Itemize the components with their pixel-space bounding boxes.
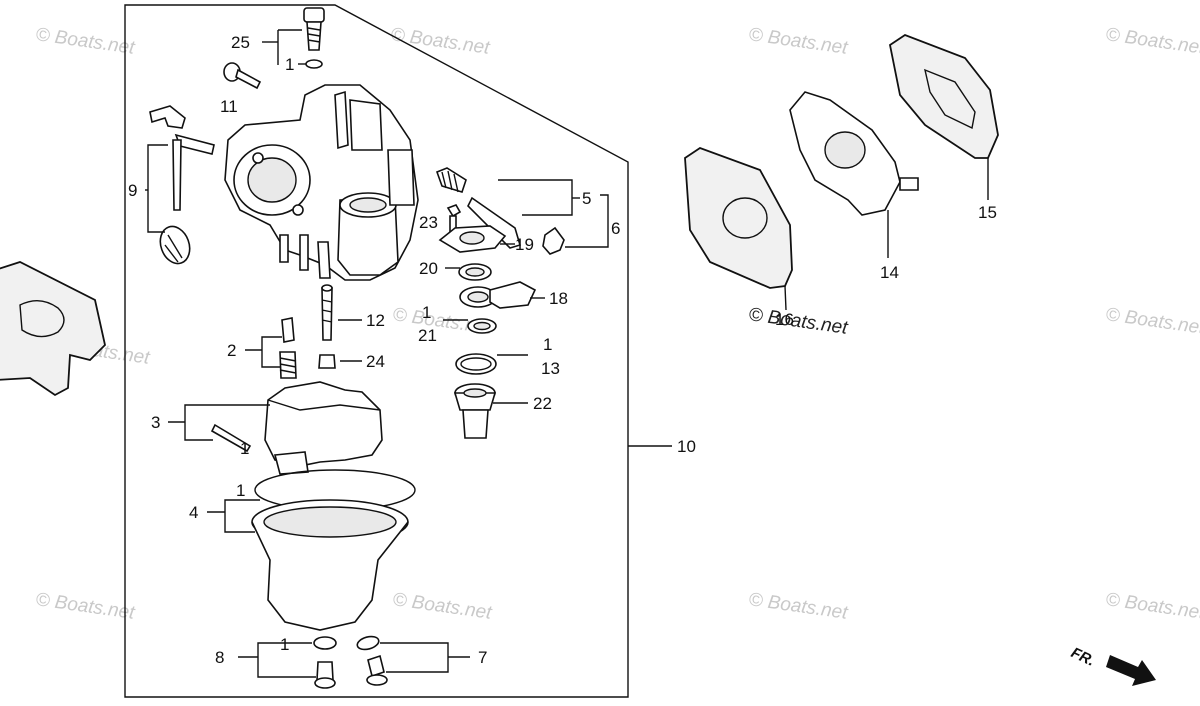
leader-line xyxy=(784,285,787,311)
callout-1: 1 xyxy=(285,55,294,74)
watermark-text: © Boats.net xyxy=(1104,589,1200,624)
callout-22: 22 xyxy=(533,394,552,413)
leader-line xyxy=(565,194,609,248)
arrow-right-icon xyxy=(1106,655,1156,686)
fuel-valve-lever-part xyxy=(459,281,537,309)
callout-labels: 25 1 11 9 5 6 23 19 20 18 1 21 1 13 22 1… xyxy=(128,33,997,667)
callout-14: 14 xyxy=(880,263,899,282)
callout-21: 21 xyxy=(418,326,437,345)
idle-screw-part xyxy=(279,317,297,379)
callout-25: 25 xyxy=(231,33,250,52)
drain-screw-part xyxy=(356,635,388,686)
watermark-text: © Boats.net xyxy=(34,24,136,59)
callout-7: 7 xyxy=(478,648,487,667)
callout-12: 12 xyxy=(366,311,385,330)
callout-5: 5 xyxy=(582,189,591,208)
carburetor-insulator-part xyxy=(789,91,919,216)
leader-line xyxy=(257,642,316,678)
o-ring-part xyxy=(467,318,497,334)
air-cleaner-gasket-part xyxy=(888,33,999,159)
watermark-text: © Boats.net xyxy=(391,589,493,624)
pilot-screw-part xyxy=(303,7,325,69)
watermark-text: © Boats.net xyxy=(747,589,849,624)
float-chamber-part xyxy=(251,469,416,631)
callout-9: 9 xyxy=(128,181,137,200)
leader-line xyxy=(498,179,573,216)
callout-13: 13 xyxy=(541,359,560,378)
watermarks: © Boats.net © Boats.net © Boats.net © Bo… xyxy=(34,24,1200,624)
callout-15: 15 xyxy=(978,203,997,222)
callout-10: 10 xyxy=(677,437,696,456)
drain-bolt-part xyxy=(313,636,337,689)
throttle-stop-screw-part xyxy=(435,167,565,255)
callout-8: 8 xyxy=(215,648,224,667)
left-gasket-partial xyxy=(0,261,106,397)
direction-label: FR. xyxy=(1068,644,1097,670)
leader-line xyxy=(380,642,449,673)
callout-19: 19 xyxy=(515,235,534,254)
o-ring-part xyxy=(458,263,492,281)
watermark-text: © Boats.net xyxy=(34,589,136,624)
callout-1: 1 xyxy=(240,439,249,458)
callout-24: 24 xyxy=(366,352,385,371)
callout-1: 1 xyxy=(543,335,552,354)
gasket-ring-part xyxy=(455,353,497,375)
leader-line xyxy=(261,336,282,368)
callout-23: 23 xyxy=(419,213,438,232)
watermark-text: © Boats.net xyxy=(1104,24,1200,59)
carburetor-body-part xyxy=(224,84,419,281)
callout-3: 3 xyxy=(151,413,160,432)
leader-line xyxy=(147,144,168,233)
float-part xyxy=(210,381,383,475)
choke-lever-part xyxy=(149,105,215,265)
assembly-outline xyxy=(124,4,629,698)
callout-1: 1 xyxy=(422,303,431,322)
callout-11: 11 xyxy=(220,97,238,116)
screw-part xyxy=(223,62,262,90)
callout-20: 20 xyxy=(419,259,438,278)
main-nozzle-part xyxy=(318,284,336,369)
watermark-text: © Boats.net xyxy=(747,304,849,339)
callout-6: 6 xyxy=(611,219,620,238)
insulator-gasket-part xyxy=(684,146,793,289)
callout-16: 16 xyxy=(775,310,794,329)
watermark-text: © Boats.net xyxy=(1104,304,1200,339)
callout-1: 1 xyxy=(280,635,289,654)
plate-and-screw-part xyxy=(438,204,507,253)
front-direction-indicator: FR. xyxy=(1068,644,1156,686)
leader-line xyxy=(224,499,260,533)
callout-2: 2 xyxy=(227,341,236,360)
watermark-text: © Boats.net xyxy=(747,24,849,59)
callout-1: 1 xyxy=(236,481,245,500)
callout-4: 4 xyxy=(189,503,198,522)
fuel-strainer-part xyxy=(453,383,497,439)
callout-18: 18 xyxy=(549,289,568,308)
